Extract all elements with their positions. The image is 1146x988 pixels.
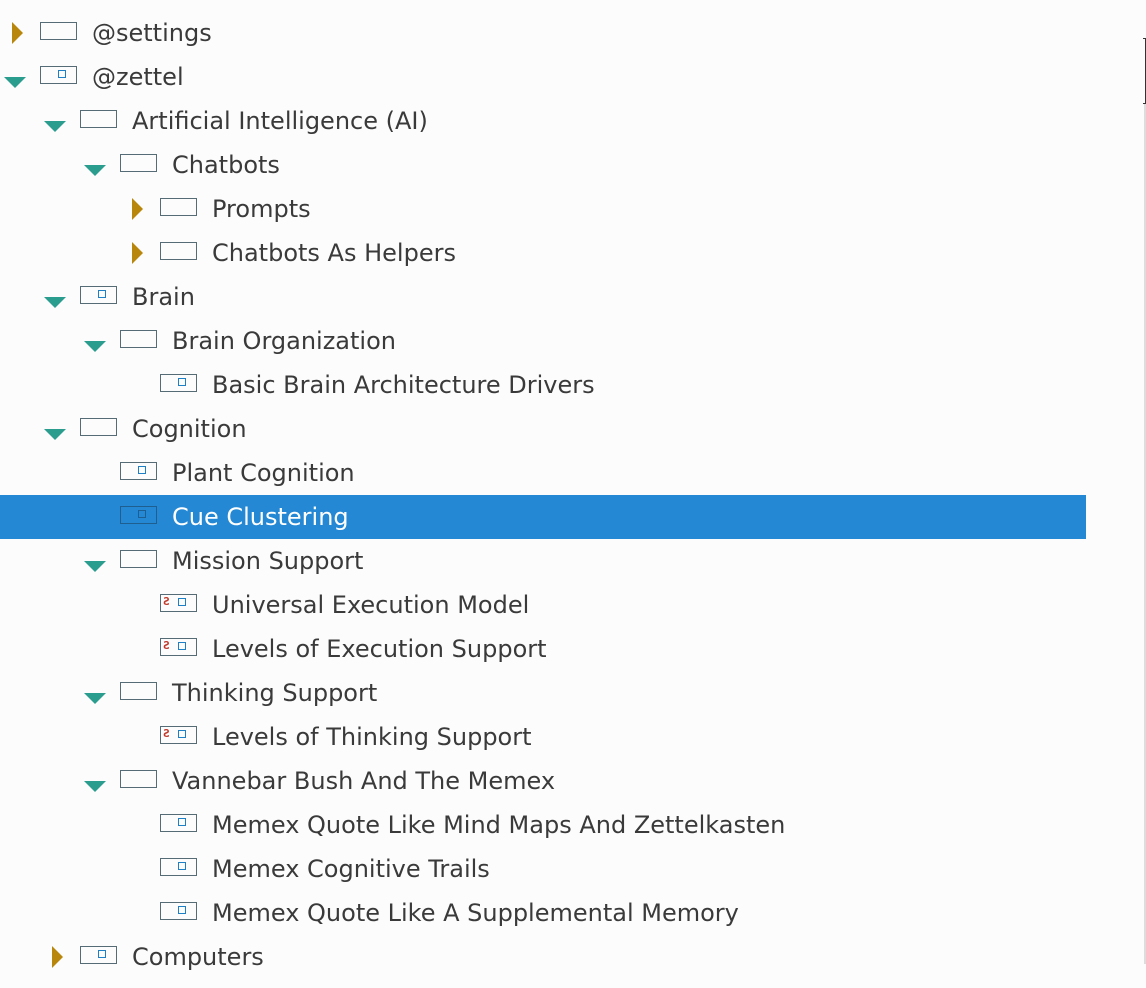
node-box-icon (80, 110, 117, 128)
triangle-down-icon[interactable] (80, 671, 110, 715)
triangle-down-icon[interactable] (80, 319, 110, 363)
node-box-icon (160, 858, 197, 876)
node-box-icon (120, 682, 157, 700)
outline-node[interactable]: Mission Support (0, 539, 1086, 583)
node-box-icon: Ƨ (160, 594, 197, 612)
clone-mark-icon: Ƨ (163, 595, 170, 608)
body-indicator-icon (178, 818, 186, 826)
node-headline[interactable]: @settings (92, 19, 212, 47)
triangle-down-icon[interactable] (40, 407, 70, 451)
node-box-icon (160, 902, 197, 920)
node-box-icon (120, 462, 157, 480)
node-headline[interactable]: Cue Clustering (172, 503, 349, 531)
body-indicator-icon (178, 642, 186, 650)
body-indicator-icon (98, 950, 106, 958)
triangle-down-icon[interactable] (80, 143, 110, 187)
node-box-icon (160, 242, 197, 260)
outline-node[interactable]: Chatbots (0, 143, 1086, 187)
node-box-icon (80, 418, 117, 436)
node-headline[interactable]: @zettel (92, 63, 184, 91)
triangle-right-icon[interactable] (40, 935, 70, 979)
node-box-icon (40, 22, 77, 40)
node-headline[interactable]: Basic Brain Architecture Drivers (212, 371, 595, 399)
node-box-icon (120, 330, 157, 348)
body-indicator-icon (138, 466, 146, 474)
outline-node[interactable]: Thinking Support (0, 671, 1086, 715)
node-box-icon: Ƨ (160, 726, 197, 744)
body-indicator-icon (58, 70, 66, 78)
node-headline[interactable]: Prompts (212, 195, 311, 223)
node-box-icon: Ƨ (160, 638, 197, 656)
node-headline[interactable]: Artificial Intelligence (AI) (132, 107, 428, 135)
node-box-icon (160, 374, 197, 392)
node-headline[interactable]: Levels of Thinking Support (212, 723, 532, 751)
node-box-icon (120, 550, 157, 568)
clone-mark-icon: Ƨ (163, 727, 170, 740)
outline-node[interactable]: Brain (0, 275, 1086, 319)
outline-node[interactable]: Chatbots As Helpers (0, 231, 1086, 275)
triangle-right-icon[interactable] (0, 11, 30, 55)
node-headline[interactable]: Computers (132, 943, 264, 971)
node-headline[interactable]: Memex Quote Like A Supplemental Memory (212, 899, 739, 927)
node-box-icon (120, 770, 157, 788)
scrollbar-track[interactable] (1144, 104, 1146, 964)
body-indicator-icon (178, 598, 186, 606)
body-indicator-icon (98, 290, 106, 298)
node-headline[interactable]: Mission Support (172, 547, 364, 575)
node-headline[interactable]: Brain (132, 283, 195, 311)
outline-node[interactable]: Cognition (0, 407, 1086, 451)
outline-node[interactable]: Memex Quote Like A Supplemental Memory (0, 891, 1086, 935)
node-box-icon (120, 506, 157, 524)
triangle-down-icon[interactable] (80, 759, 110, 803)
triangle-down-icon[interactable] (0, 55, 30, 99)
outline-node[interactable]: Ƨ Levels of Thinking Support (0, 715, 1086, 759)
outline-node[interactable]: Ƨ Universal Execution Model (0, 583, 1086, 627)
outline-node[interactable]: Vannebar Bush And The Memex (0, 759, 1086, 803)
node-headline[interactable]: Chatbots As Helpers (212, 239, 456, 267)
outline-node[interactable]: Plant Cognition (0, 451, 1086, 495)
node-headline[interactable]: Vannebar Bush And The Memex (172, 767, 556, 795)
node-headline[interactable]: Memex Quote Like Mind Maps And Zettelkas… (212, 811, 786, 839)
outline-node[interactable]: @settings (0, 11, 1086, 55)
outline-node[interactable]: Computers (0, 935, 1086, 979)
node-box-icon (160, 198, 197, 216)
vertical-scrollbar[interactable] (1142, 0, 1146, 988)
triangle-down-icon[interactable] (80, 539, 110, 583)
clone-mark-icon: Ƨ (163, 639, 170, 652)
node-box-icon (40, 66, 77, 84)
body-indicator-icon (178, 378, 186, 386)
outline-node[interactable]: Ƨ Levels of Execution Support (0, 627, 1086, 671)
node-box-icon (80, 946, 117, 964)
node-headline[interactable]: Thinking Support (172, 679, 378, 707)
node-headline[interactable]: Memex Cognitive Trails (212, 855, 490, 883)
outline-node[interactable]: Cue Clustering (0, 495, 1086, 539)
triangle-right-icon[interactable] (120, 231, 150, 275)
outline-node[interactable]: Basic Brain Architecture Drivers (0, 363, 1086, 407)
outline-node[interactable]: @zettel (0, 55, 1086, 99)
body-indicator-icon (178, 730, 186, 738)
node-box-icon (80, 286, 117, 304)
node-headline[interactable]: Plant Cognition (172, 459, 355, 487)
outline-node[interactable]: Prompts (0, 187, 1086, 231)
node-headline[interactable]: Cognition (132, 415, 247, 443)
triangle-right-icon[interactable] (120, 187, 150, 231)
body-indicator-icon (138, 510, 146, 518)
outline-node[interactable]: Brain Organization (0, 319, 1086, 363)
outline-node[interactable]: Memex Cognitive Trails (0, 847, 1086, 891)
node-headline[interactable]: Levels of Execution Support (212, 635, 547, 663)
body-indicator-icon (178, 862, 186, 870)
node-box-icon (160, 814, 197, 832)
triangle-down-icon[interactable] (40, 275, 70, 319)
outline-node[interactable]: Memex Quote Like Mind Maps And Zettelkas… (0, 803, 1086, 847)
outline-node[interactable]: Artificial Intelligence (AI) (0, 99, 1086, 143)
triangle-down-icon[interactable] (40, 99, 70, 143)
body-indicator-icon (178, 906, 186, 914)
node-headline[interactable]: Chatbots (172, 151, 280, 179)
node-headline[interactable]: Universal Execution Model (212, 591, 530, 619)
node-headline[interactable]: Brain Organization (172, 327, 396, 355)
node-box-icon (120, 154, 157, 172)
